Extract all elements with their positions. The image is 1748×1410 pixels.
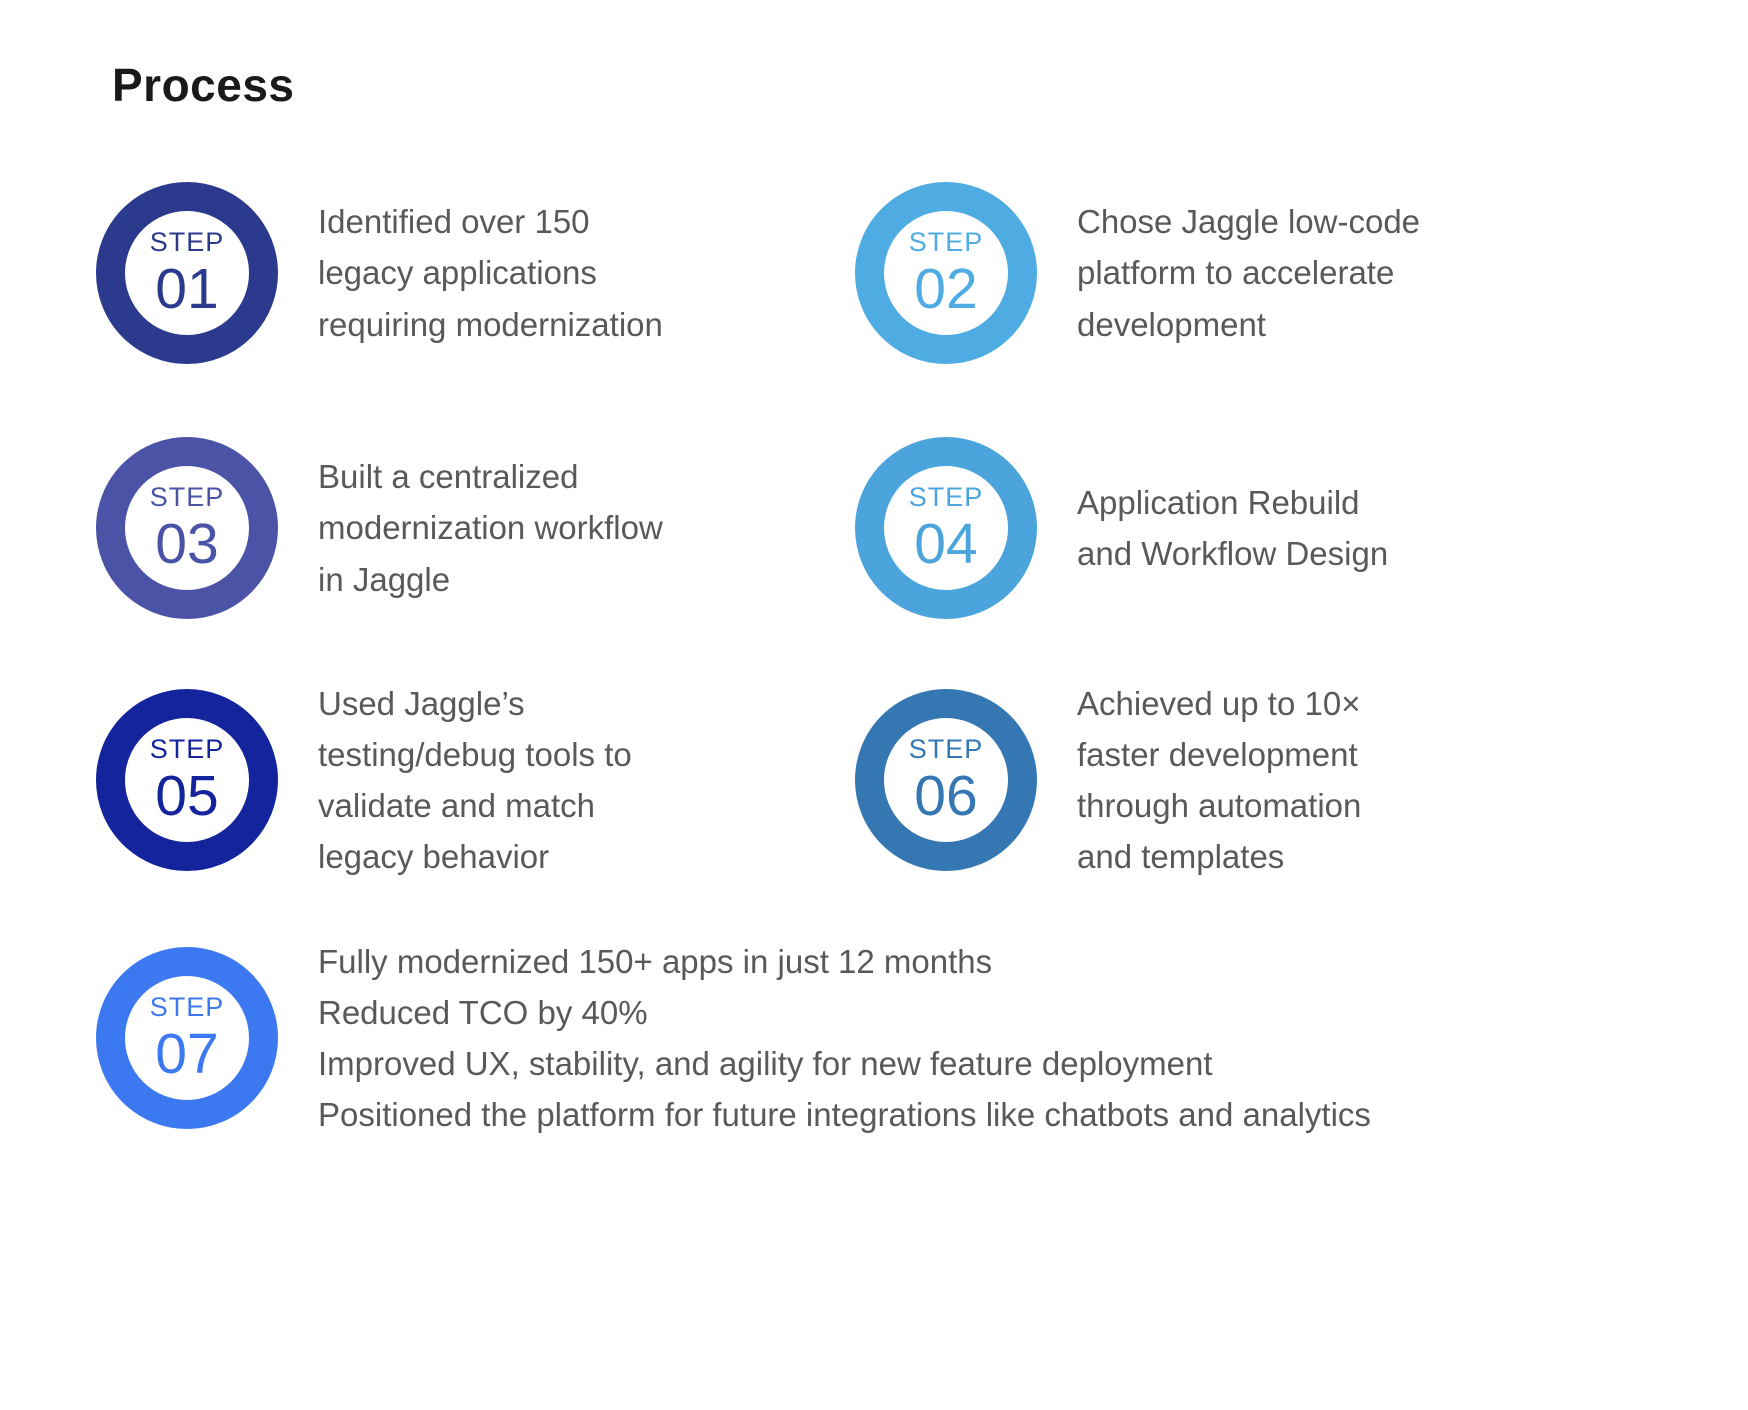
step-item-05: STEP 05 Used Jaggle’s testing/debug tool… [96,678,632,883]
step-02-description: Chose Jaggle low-code platform to accele… [1077,203,1421,343]
step-05-badge: STEP 05 [96,689,278,872]
step-05-label: STEP [149,733,225,764]
step-06-badge: STEP 06 [855,689,1037,872]
step-06-number: 06 [914,763,978,828]
step-item-01: STEP 01 Identified over 150 legacy appli… [96,182,663,364]
step-item-04: STEP 04 Application Rebuild and Workflow… [855,437,1388,619]
step-07-description: Fully modernized 150+ apps in just 12 mo… [318,943,1371,1134]
page-title: Process [112,59,295,111]
step-02-label: STEP [908,226,984,257]
step-06-label: STEP [908,733,984,764]
step-04-description: Application Rebuild and Workflow Design [1077,483,1389,572]
step-02-number: 02 [914,256,978,321]
step-item-06: STEP 06 Achieved up to 10× faster develo… [855,678,1361,883]
step-04-label: STEP [908,481,984,512]
step-01-label: STEP [149,226,225,257]
step-item-02: STEP 02 Chose Jaggle low-code platform t… [855,182,1420,364]
step-01-number: 01 [155,256,219,321]
step-07-badge: STEP 07 [96,947,278,1130]
step-item-07: STEP 07 Fully modernized 150+ apps in ju… [96,936,1493,1141]
step-07-label: STEP [149,991,225,1022]
step-02-badge: STEP 02 [855,182,1037,364]
step-06-description: Achieved up to 10× faster development th… [1077,685,1362,876]
step-03-label: STEP [149,481,225,512]
step-07-number: 07 [155,1021,219,1086]
step-04-number: 04 [914,511,978,576]
step-05-description: Used Jaggle’s testing/debug tools to val… [318,685,632,876]
step-01-description: Identified over 150 legacy applications … [318,203,663,343]
step-item-03: STEP 03 Built a centralized modernizatio… [96,437,663,619]
step-03-badge: STEP 03 [96,437,278,619]
step-03-number: 03 [155,511,219,576]
step-04-badge: STEP 04 [855,437,1037,619]
step-03-description: Built a centralized modernization workfl… [318,458,663,598]
step-05-number: 05 [155,763,219,828]
step-01-badge: STEP 01 [96,182,278,364]
